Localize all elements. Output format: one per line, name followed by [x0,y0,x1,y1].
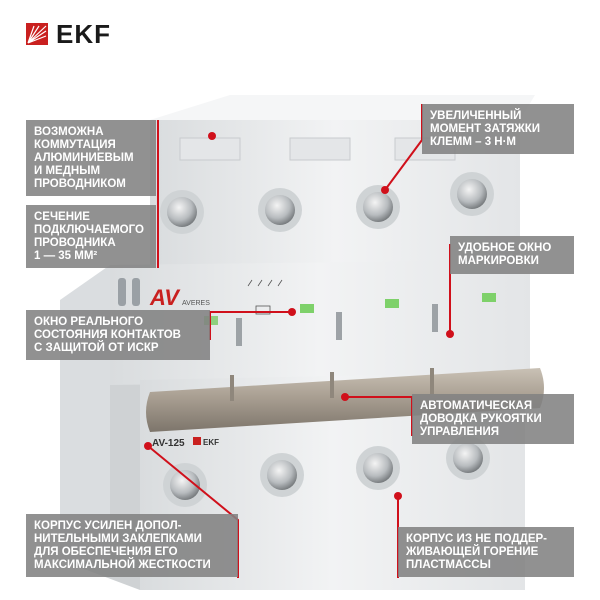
ekf-logo-mark-icon [26,23,48,45]
top-terminal-screws [160,172,494,234]
callout-plastic: КОРПУС ИЗ НЕ ПОДДЕР- ЖИВАЮЩЕЙ ГОРЕНИЕ ПЛ… [398,527,574,577]
callout-window: ОКНО РЕАЛЬНОГО СОСТОЯНИЯ КОНТАКТОВ С ЗАЩ… [26,310,210,360]
model-badge: AV-125 [152,438,185,449]
callout-aluminium: ВОЗМОЖНА КОММУТАЦИЯ АЛЮМИНИЕВЫМ И МЕДНЫМ… [26,120,156,196]
svg-text:AVERES: AVERES [182,300,210,307]
ekf-logo-text: EKF [56,18,111,49]
callout-torque: УВЕЛИЧЕННЫЙ МОМЕНТ ЗАТЯЖКИ КЛЕММ – 3 Н·м [422,104,574,154]
svg-text:AV: AV [149,285,181,310]
callout-housing: КОРПУС УСИЛЕН ДОПОЛ- НИТЕЛЬНЫМИ ЗАКЛЕПКА… [26,514,238,577]
callout-marking: УДОБНОЕ ОКНО МАРКИРОВКИ [450,236,574,274]
callout-section: СЕЧЕНИЕ ПОДКЛЮЧАЕМОГО ПРОВОДНИКА 1 — 35 … [26,205,156,268]
ekf-logo: EKF [26,18,111,49]
averes-logo: AV AVERES [149,285,210,310]
callout-handle: АВТОМАТИЧЕСКАЯ ДОВОДКА РУКОЯТКИ УПРАВЛЕН… [412,394,574,444]
svg-text:EKF: EKF [203,438,219,447]
